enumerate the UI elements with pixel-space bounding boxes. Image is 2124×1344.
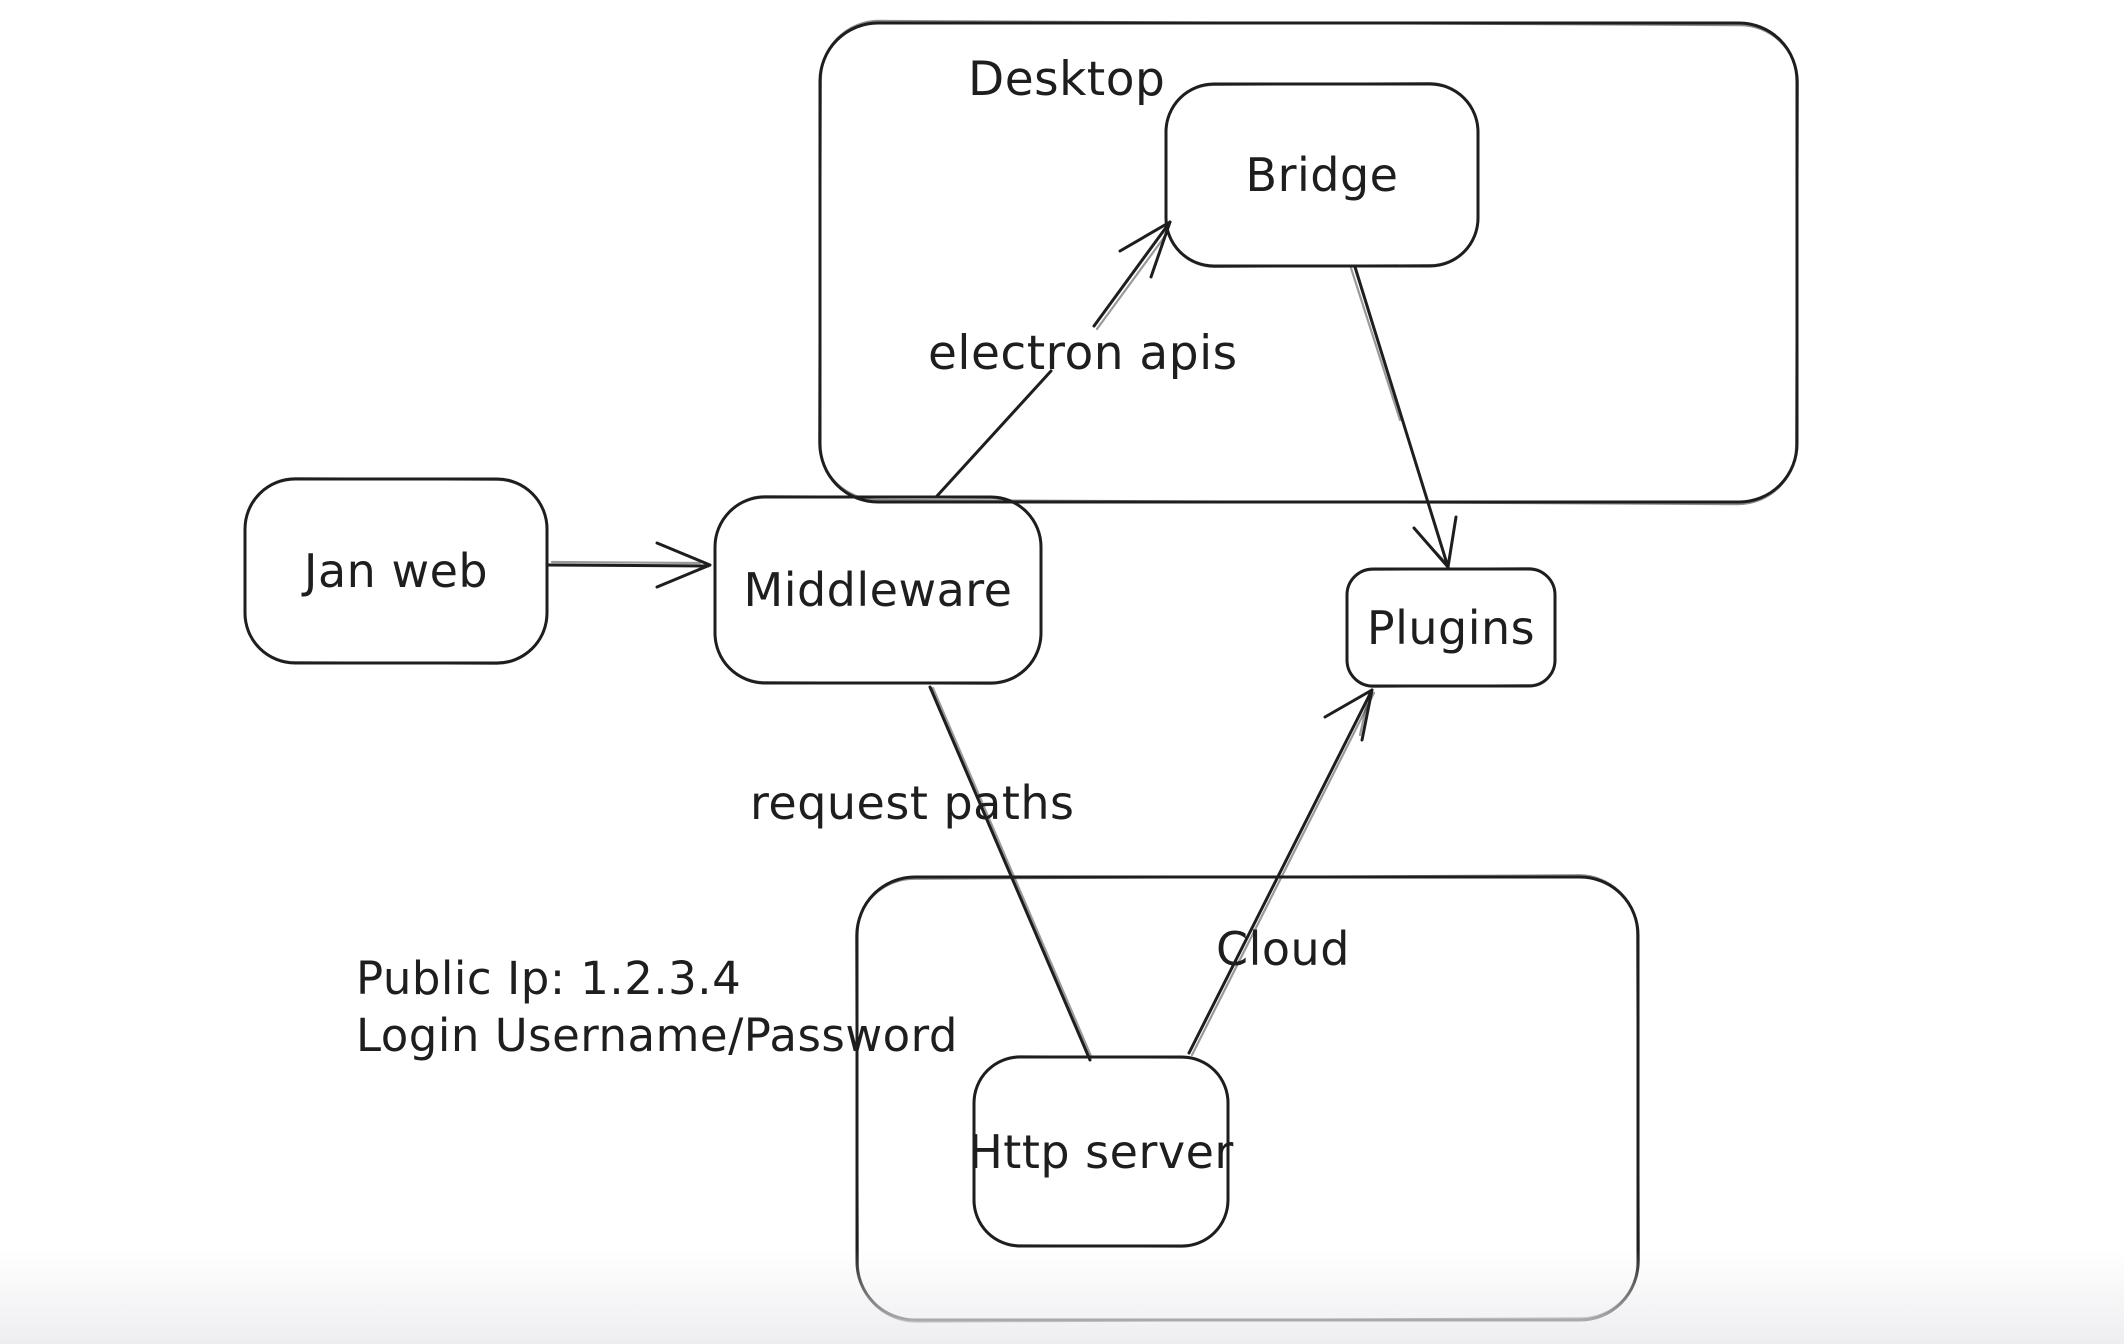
- line-shaft-sketch[interactable]: [931, 686, 1093, 1058]
- arrow-bridge-to-plugins[interactable]: [1349, 265, 1458, 569]
- login-note: Login Username/Password: [356, 1009, 958, 1062]
- electron-apis-edge-label: electron apis: [928, 326, 1238, 381]
- arrowhead-sketch[interactable]: [1358, 692, 1371, 737]
- http-server-node-label: Http server: [968, 1124, 1234, 1179]
- jan-web-node-label: Jan web: [303, 544, 489, 598]
- arrow-shaft[interactable]: [547, 563, 710, 568]
- jan-web-rect-sketch[interactable]: [243, 477, 549, 665]
- line-middleware-to-http-server[interactable]: [928, 685, 1093, 1062]
- arrow-shaft-sketch[interactable]: [1095, 230, 1170, 331]
- arrowhead[interactable]: [1323, 688, 1374, 742]
- arrow-shaft[interactable]: [1353, 265, 1450, 569]
- arrow-shaft-sketch[interactable]: [550, 560, 702, 565]
- http-server-rect-sketch[interactable]: [972, 1055, 1230, 1248]
- jan-web-node[interactable]: [243, 477, 549, 665]
- bridge-rect-sketch[interactable]: [1164, 82, 1480, 268]
- notes-block: Public Ip: 1.2.3.4 Login Username/Passwo…: [356, 950, 958, 1064]
- arrow-jan-web-to-middleware[interactable]: [547, 541, 712, 589]
- desktop-container-box[interactable]: [818, 19, 1799, 506]
- request-paths-edge-label: request paths: [750, 776, 1075, 830]
- bridge-node-label: Bridge: [1245, 148, 1399, 202]
- desktop-container-rect-sketch[interactable]: [818, 19, 1799, 506]
- arrow-shaft[interactable]: [935, 369, 1053, 498]
- middleware-node[interactable]: [713, 495, 1043, 685]
- public-ip-note: Public Ip: 1.2.3.4: [356, 952, 742, 1005]
- arrow-shaft-sketch[interactable]: [1190, 691, 1376, 1057]
- arrow-shaft[interactable]: [1092, 220, 1172, 328]
- arrowhead[interactable]: [655, 541, 712, 589]
- arrow-shaft-sketch[interactable]: [1349, 266, 1402, 422]
- arrowhead-sketch[interactable]: [1416, 531, 1448, 565]
- middleware-rect-sketch[interactable]: [713, 495, 1043, 685]
- middleware-node-label: Middleware: [743, 563, 1013, 617]
- arrow-http-server-to-plugins[interactable]: [1187, 688, 1376, 1057]
- line-shaft[interactable]: [928, 685, 1092, 1062]
- plugins-rect-sketch[interactable]: [1345, 567, 1557, 688]
- arrow-shaft[interactable]: [1187, 688, 1374, 1055]
- plugins-node[interactable]: [1345, 567, 1557, 688]
- http-server-node[interactable]: [972, 1055, 1230, 1248]
- plugins-node-label: Plugins: [1366, 600, 1536, 655]
- arrowhead[interactable]: [1412, 515, 1458, 569]
- bridge-node[interactable]: [1164, 82, 1480, 268]
- cloud-container-label: Cloud: [1216, 922, 1350, 976]
- desktop-container-label: Desktop: [968, 52, 1166, 107]
